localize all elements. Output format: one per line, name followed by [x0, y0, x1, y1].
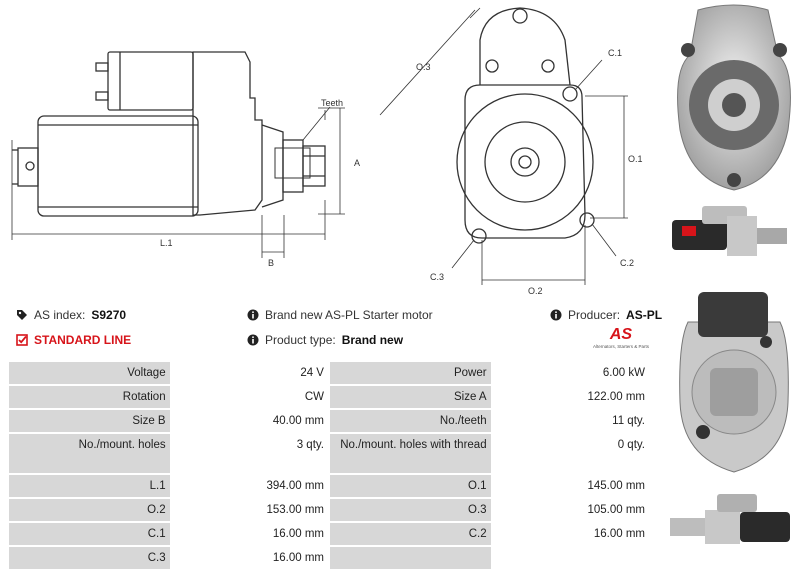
- product-type-row: Product type: Brand new: [247, 333, 403, 347]
- label-l1: L.1: [160, 238, 173, 248]
- spec-value-cell: 145.00 mm: [491, 474, 649, 499]
- spec-value-cell: 11 qty.: [491, 409, 649, 434]
- front-view-drawing: O.3 C.1 O.1 C.3 C.2 O.2: [379, 7, 643, 296]
- spec-label-cell: Size A: [328, 385, 493, 410]
- label-c3: C.3: [430, 272, 444, 282]
- spec-label-cell: No./mount. holes: [9, 433, 172, 475]
- spec-label-cell: [328, 546, 493, 571]
- spec-value-cell: 24 V: [170, 362, 330, 386]
- info-icon: [550, 309, 562, 321]
- spec-value-cell: 40.00 mm: [170, 409, 330, 434]
- spec-value-cell: 6.00 kW: [491, 362, 649, 386]
- spec-value-cell: 394.00 mm: [170, 474, 330, 499]
- label-a: A: [354, 158, 360, 168]
- spec-label-cell: Power: [328, 362, 493, 386]
- spec-label-cell: C.2: [328, 522, 493, 547]
- spec-label-cell: Voltage: [9, 362, 172, 386]
- label-teeth: Teeth: [321, 98, 343, 108]
- tag-icon: [17, 310, 27, 320]
- as-index-label: AS index:: [34, 308, 86, 322]
- photo-side-view-2: [662, 488, 798, 558]
- brand-new-row: Brand new AS-PL Starter motor: [247, 308, 433, 322]
- photo-rear-view: [668, 282, 800, 482]
- spec-value-cell: 16.00 mm: [170, 522, 330, 547]
- spec-label-cell: O.3: [328, 498, 493, 523]
- spec-label-cell: L.1: [9, 474, 172, 499]
- spec-value-cell: 105.00 mm: [491, 498, 649, 523]
- spec-value-cell: CW: [170, 385, 330, 410]
- spec-value-cell: 16.00 mm: [491, 522, 649, 547]
- spec-label-cell: Size B: [9, 409, 172, 434]
- as-index-value: S9270: [91, 308, 127, 322]
- photo-front-view: [668, 0, 800, 195]
- photo-side-view-1: [662, 198, 798, 268]
- check-square-icon: [16, 334, 28, 346]
- spec-label-cell: No./teeth: [328, 409, 493, 434]
- spec-label-cell: C.1: [9, 522, 172, 547]
- spec-value-cell: 0 qty.: [491, 433, 649, 475]
- standard-line-label: STANDARD LINE: [34, 333, 132, 347]
- label-o3: O.3: [416, 62, 431, 72]
- spec-value-cell: 153.00 mm: [170, 498, 330, 523]
- logo-mark: AS: [609, 326, 633, 343]
- logo-tagline: Alternators, Starters & Parts: [592, 344, 650, 349]
- spec-value-cell: [491, 546, 649, 571]
- spec-label-cell: O.1: [328, 474, 493, 499]
- label-b: B: [268, 258, 274, 268]
- product-type-label: Product type:: [265, 333, 336, 347]
- info-icon: [247, 334, 259, 346]
- spec-label-cell: No./mount. holes with thread: [328, 433, 493, 475]
- producer-row: Producer: AS-PL: [550, 308, 662, 322]
- label-c1: C.1: [608, 48, 622, 58]
- spec-label-cell: O.2: [9, 498, 172, 523]
- spec-label-cell: Rotation: [9, 385, 172, 410]
- info-icon: [247, 309, 259, 321]
- spec-value-cell: 122.00 mm: [491, 385, 649, 410]
- side-view-drawing: Teeth A B L.1: [11, 51, 360, 268]
- label-o2: O.2: [528, 286, 543, 296]
- spec-value-cell: 16.00 mm: [170, 546, 330, 571]
- brand-new-text: Brand new AS-PL Starter motor: [265, 308, 433, 322]
- producer-value: AS-PL: [626, 308, 663, 322]
- as-index-row: AS index: S9270: [16, 308, 126, 322]
- spec-value-cell: 3 qty.: [170, 433, 330, 475]
- spec-label-cell: C.3: [9, 546, 172, 571]
- product-type-value: Brand new: [341, 333, 404, 347]
- as-pl-logo: AS Alternators, Starters & Parts: [590, 326, 652, 356]
- label-c2: C.2: [620, 258, 634, 268]
- label-o1: O.1: [628, 154, 643, 164]
- producer-label: Producer:: [568, 308, 621, 322]
- standard-line-row: STANDARD LINE: [16, 333, 131, 347]
